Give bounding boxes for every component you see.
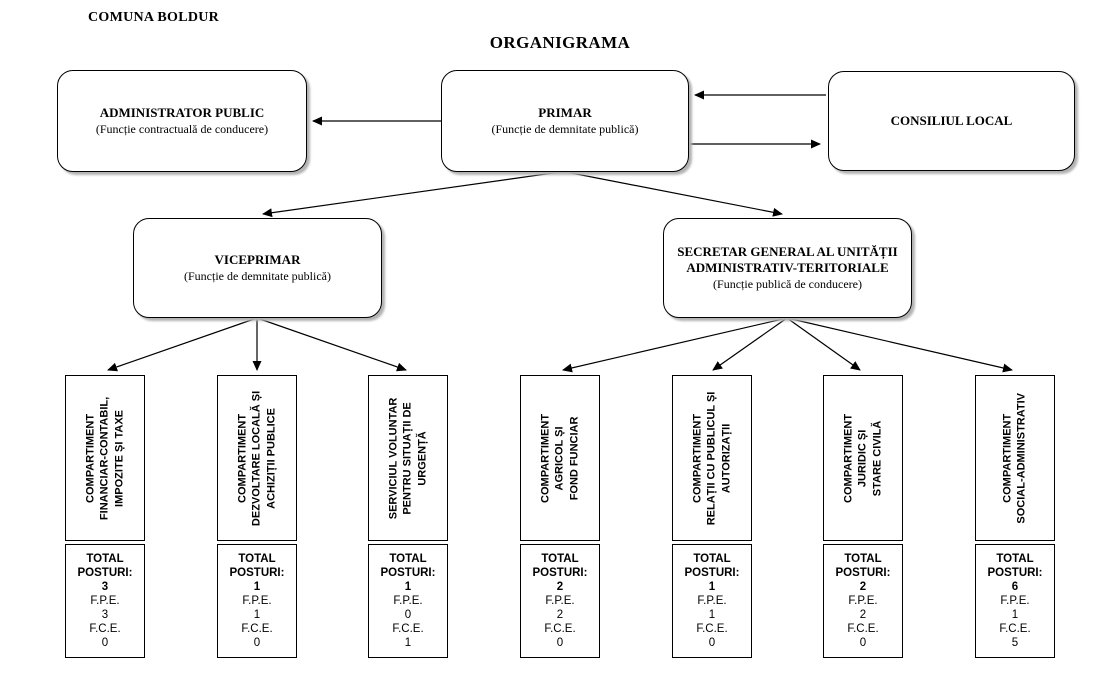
fpe-value: 1	[1011, 609, 1019, 621]
viceprimar-title: VICEPRIMAR	[214, 251, 301, 267]
department-name: COMPARTIMENT DEZVOLTARE LOCALĂ ȘI ACHIZI…	[236, 390, 278, 526]
total-posturi-label: TOTAL POSTURI:	[532, 553, 588, 579]
department-name: COMPARTIMENT RELAȚII CU PUBLICUL ȘI AUTO…	[691, 391, 733, 525]
total-posturi-label: TOTAL POSTURI:	[380, 553, 436, 579]
total-posturi-value: 2	[556, 581, 564, 593]
department-title-box: COMPARTIMENT RELAȚII CU PUBLICUL ȘI AUTO…	[672, 375, 752, 541]
fce-label: F.C.E.	[544, 623, 576, 635]
fpe-label: F.P.E.	[90, 595, 120, 607]
fce-label: F.C.E.	[847, 623, 879, 635]
total-posturi-value: 3	[101, 581, 109, 593]
total-posturi-label: TOTAL POSTURI:	[229, 553, 285, 579]
department-stats-box: TOTAL POSTURI: 6 F.P.E. 1 F.C.E. 5	[975, 544, 1055, 658]
administrator-subtitle: (Funcție contractuală de conducere)	[95, 122, 269, 137]
secretar-general-title: SECRETAR GENERAL AL UNITĂȚII ADMINISTRAT…	[677, 243, 898, 275]
fce-value: 0	[556, 637, 564, 649]
box-viceprimar: VICEPRIMAR (Funcție de demnitate publică…	[133, 218, 382, 318]
fce-label: F.C.E.	[999, 623, 1031, 635]
department-title-box: COMPARTIMENT JURIDIC ȘI STARE CIVILĂ	[823, 375, 903, 541]
department-title-box: COMPARTIMENT AGRICOL ȘI FOND FUNCIAR	[520, 375, 600, 541]
fce-value: 5	[1011, 637, 1019, 649]
fce-value: 0	[253, 637, 261, 649]
department-title-box: SERVICIUL VOLUNTAR PENTRU SITUAȚII DE UR…	[368, 375, 448, 541]
department-name: SERVICIUL VOLUNTAR PENTRU SITUAȚII DE UR…	[387, 397, 429, 519]
box-administrator-public: ADMINISTRATOR PUBLIC (Funcție contractua…	[57, 70, 307, 172]
fce-label: F.C.E.	[241, 623, 273, 635]
fpe-value: 2	[556, 609, 564, 621]
department-title-box: COMPARTIMENT FINANCIAR-CONTABIL, IMPOZIT…	[65, 375, 145, 541]
commune-name: COMUNA BOLDUR	[88, 10, 220, 25]
department-title-box: COMPARTIMENT DEZVOLTARE LOCALĂ ȘI ACHIZI…	[217, 375, 297, 541]
fce-value: 1	[404, 637, 412, 649]
department-name: COMPARTIMENT FINANCIAR-CONTABIL, IMPOZIT…	[84, 396, 126, 520]
total-posturi-value: 1	[404, 581, 412, 593]
primar-title: PRIMAR	[538, 104, 592, 120]
viceprimar-subtitle: (Funcție de demnitate publică)	[184, 269, 331, 284]
total-posturi-label: TOTAL POSTURI:	[987, 553, 1043, 579]
administrator-title: ADMINISTRATOR PUBLIC	[99, 104, 265, 120]
fpe-value: 3	[101, 609, 109, 621]
fce-label: F.C.E.	[696, 623, 728, 635]
fpe-value: 1	[253, 609, 261, 621]
department-stats-box: TOTAL POSTURI: 2 F.P.E. 2 F.C.E. 0	[823, 544, 903, 658]
fpe-value: 1	[708, 609, 716, 621]
department-stats-box: TOTAL POSTURI: 2 F.P.E. 2 F.C.E. 0	[520, 544, 600, 658]
fpe-label: F.P.E.	[242, 595, 272, 607]
department-stats-box: TOTAL POSTURI: 1 F.P.E. 1 F.C.E. 0	[672, 544, 752, 658]
fpe-value: 0	[404, 609, 412, 621]
total-posturi-label: TOTAL POSTURI:	[684, 553, 740, 579]
total-posturi-value: 6	[1011, 581, 1019, 593]
total-posturi-value: 2	[859, 581, 867, 593]
fce-label: F.C.E.	[89, 623, 121, 635]
consiliul-local-title: CONSILIUL LOCAL	[890, 112, 1013, 128]
department-stats-box: TOTAL POSTURI: 3 F.P.E. 3 F.C.E. 0	[65, 544, 145, 658]
fce-label: F.C.E.	[392, 623, 424, 635]
department-name: COMPARTIMENT JURIDIC ȘI STARE CIVILĂ	[842, 413, 884, 503]
fpe-label: F.P.E.	[848, 595, 878, 607]
department-name: COMPARTIMENT SOCIAL-ADMINISTRATIV	[1001, 392, 1028, 524]
secretar-general-subtitle: (Funcție publică de conducere)	[713, 277, 862, 292]
department-title-box: COMPARTIMENT SOCIAL-ADMINISTRATIV	[975, 375, 1055, 541]
fce-value: 0	[101, 637, 109, 649]
box-primar: PRIMAR (Funcție de demnitate publică)	[441, 70, 689, 172]
fpe-label: F.P.E.	[697, 595, 727, 607]
fpe-label: F.P.E.	[393, 595, 423, 607]
department-stats-box: TOTAL POSTURI: 1 F.P.E. 0 F.C.E. 1	[368, 544, 448, 658]
box-consiliul-local: CONSILIUL LOCAL	[828, 71, 1075, 171]
box-secretar-general: SECRETAR GENERAL AL UNITĂȚII ADMINISTRAT…	[663, 218, 912, 318]
fpe-label: F.P.E.	[545, 595, 575, 607]
department-stats-box: TOTAL POSTURI: 1 F.P.E. 1 F.C.E. 0	[217, 544, 297, 658]
fce-value: 0	[708, 637, 716, 649]
total-posturi-value: 1	[708, 581, 716, 593]
fpe-label: F.P.E.	[1000, 595, 1030, 607]
department-name: COMPARTIMENT AGRICOL ȘI FOND FUNCIAR	[539, 413, 581, 503]
fpe-value: 2	[859, 609, 867, 621]
total-posturi-label: TOTAL POSTURI:	[835, 553, 891, 579]
total-posturi-value: 1	[253, 581, 261, 593]
primar-subtitle: (Funcție de demnitate publică)	[491, 122, 639, 137]
fce-value: 0	[859, 637, 867, 649]
page-title: ORGANIGRAMA	[489, 33, 631, 52]
total-posturi-label: TOTAL POSTURI:	[77, 553, 133, 579]
